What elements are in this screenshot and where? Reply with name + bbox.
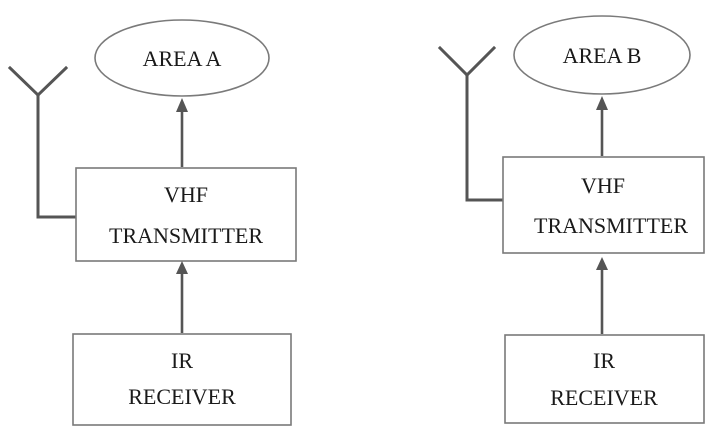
area-a-ellipse [94, 19, 270, 97]
right-area-node: AREA B [513, 15, 691, 95]
left-area-node: AREA A [94, 19, 270, 97]
area-b-label: AREA B [563, 43, 642, 68]
right-transmitter-label-line1: VHF [581, 173, 625, 198]
left-receiver-box [72, 333, 292, 426]
left-arrow-receiver-to-transmitter [176, 261, 188, 333]
left-ir-receiver: IR RECEIVER [72, 333, 292, 426]
left-transmitter-label-line1: VHF [164, 182, 208, 207]
left-arrow-transmitter-to-area [176, 98, 188, 167]
left-transmitter-box [75, 167, 297, 262]
left-receiver-label-line1: IR [171, 348, 193, 373]
right-chain: AREA B VHF TRANSMITTER IR RECEIVER [437, 15, 705, 424]
right-ir-receiver: IR RECEIVER [504, 334, 705, 424]
right-arrow-receiver-to-transmitter [596, 257, 608, 334]
right-arrow-transmitter-to-area [596, 96, 608, 156]
right-receiver-label-line2: RECEIVER [550, 385, 658, 410]
area-b-ellipse [513, 15, 691, 95]
area-a-label: AREA A [143, 46, 222, 71]
right-transmitter-label-line2: TRANSMITTER [534, 213, 688, 238]
right-receiver-box [504, 334, 705, 424]
left-antenna-icon [7, 65, 78, 219]
left-vhf-transmitter: VHF TRANSMITTER [75, 167, 297, 262]
left-receiver-label-line2: RECEIVER [128, 384, 236, 409]
left-chain: AREA A VHF TRANSMITTER IR RECEIVER [7, 19, 297, 426]
right-transmitter-box [502, 156, 705, 254]
left-transmitter-label-line2: TRANSMITTER [109, 223, 263, 248]
right-antenna-icon [437, 45, 505, 202]
right-receiver-label-line1: IR [593, 348, 615, 373]
right-vhf-transmitter: VHF TRANSMITTER [502, 156, 705, 254]
